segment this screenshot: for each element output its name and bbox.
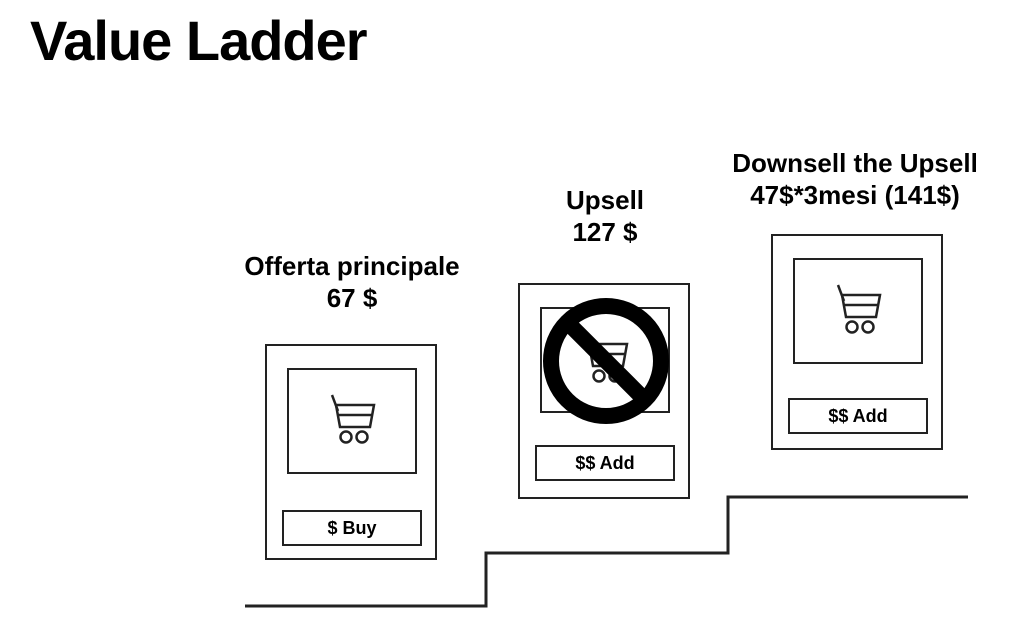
add-button[interactable]: $$ Add — [535, 445, 675, 481]
offer-3-price: 47$*3mesi (141$) — [750, 180, 960, 210]
offer-3-name: Downsell the Upsell — [732, 148, 978, 178]
cart-icon — [330, 394, 376, 444]
offer-1-price: 67 $ — [326, 283, 378, 313]
cart-icon — [836, 284, 882, 334]
offer-1-card: $ Buy — [265, 344, 437, 560]
add-button[interactable]: $$ Add — [788, 398, 928, 434]
buy-button[interactable]: $ Buy — [282, 510, 422, 546]
offer-3-card: $$ Add — [771, 234, 943, 450]
prohibited-icon — [543, 298, 669, 424]
offer-1-product-image — [287, 368, 417, 474]
offer-2-card: $$ Add — [518, 283, 690, 499]
offer-1-name: Offerta principale — [244, 251, 460, 281]
offer-2-name: Upsell — [565, 185, 645, 215]
offer-3-label: Downsell the Upsell 47$*3mesi (141$) — [700, 147, 1010, 211]
offer-3-product-image — [793, 258, 923, 364]
offer-2-price: 127 $ — [572, 217, 638, 247]
page-title: Value Ladder — [30, 9, 368, 72]
offer-2-label: Upsell 127 $ — [505, 184, 705, 248]
offer-1-label: Offerta principale 67 $ — [212, 250, 492, 314]
